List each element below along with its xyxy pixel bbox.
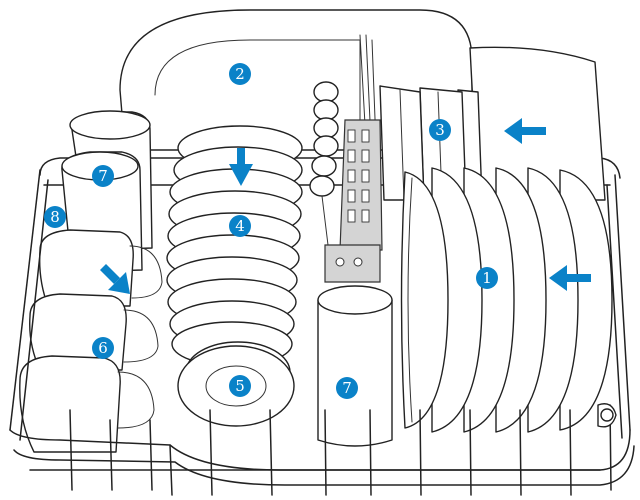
svg-text:6: 6 bbox=[98, 339, 108, 357]
svg-text:3: 3 bbox=[435, 121, 445, 139]
callout-1: 1 bbox=[476, 267, 498, 289]
arrow-diagonal bbox=[100, 264, 130, 294]
svg-text:7: 7 bbox=[98, 167, 108, 185]
callout-3: 3 bbox=[429, 119, 451, 141]
mugs bbox=[19, 229, 163, 453]
svg-text:5: 5 bbox=[235, 377, 245, 395]
arrow-left-upper bbox=[504, 118, 546, 144]
svg-text:1: 1 bbox=[482, 269, 492, 287]
glass bbox=[317, 285, 393, 447]
callout-8: 8 bbox=[44, 206, 66, 228]
svg-text:8: 8 bbox=[50, 208, 60, 226]
svg-text:4: 4 bbox=[235, 217, 245, 235]
callout-2: 2 bbox=[229, 63, 251, 85]
large-plates bbox=[400, 167, 613, 433]
svg-text:2: 2 bbox=[235, 65, 245, 83]
callout-4: 4 bbox=[229, 215, 251, 237]
callout-7-upper: 7 bbox=[92, 165, 114, 187]
callout-5: 5 bbox=[229, 375, 251, 397]
spoon-rack bbox=[309, 34, 383, 283]
arrow-left-lower bbox=[549, 265, 591, 291]
callout-6: 6 bbox=[92, 337, 114, 359]
arrow-down bbox=[229, 148, 253, 186]
svg-text:7: 7 bbox=[342, 379, 352, 397]
bowls bbox=[166, 125, 303, 367]
callout-7-lower: 7 bbox=[336, 377, 358, 399]
basket-front bbox=[9, 169, 635, 496]
